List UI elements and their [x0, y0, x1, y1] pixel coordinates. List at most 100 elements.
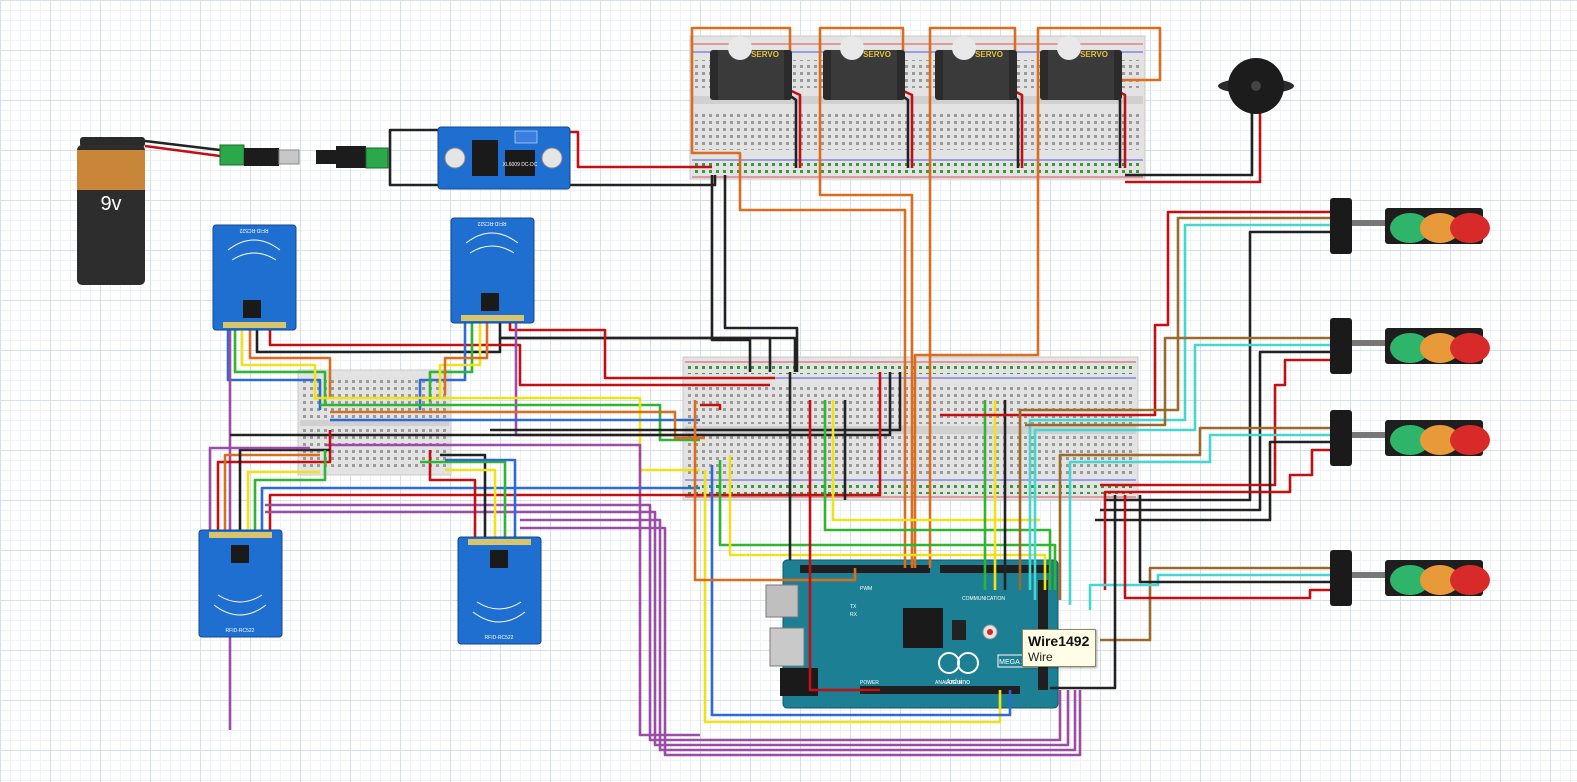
wire-red — [216, 430, 332, 535]
mcu-chip — [903, 608, 943, 648]
battery-9v[interactable]: 9v — [77, 137, 145, 285]
wire-orange — [443, 322, 489, 395]
power-label: POWER — [860, 680, 879, 686]
wire-orange — [330, 410, 705, 440]
wire-black — [388, 160, 440, 187]
wire-orange — [690, 26, 907, 568]
wire-black — [1100, 350, 1330, 512]
wire-black — [1105, 230, 1330, 502]
wire-yellow — [240, 328, 317, 400]
comm-label: COMMUNICATION — [962, 596, 1005, 602]
wire-yellow — [246, 470, 320, 535]
servo-label: SERVO — [975, 50, 1003, 59]
wire-red — [700, 403, 722, 410]
rfid-label: RFID-RC522 — [226, 628, 255, 634]
wire-red — [268, 328, 770, 387]
tooltip-title: Wire1492 — [1028, 633, 1090, 649]
wire-black — [230, 372, 892, 437]
board-brand-label: Arduino — [946, 679, 970, 686]
wires[interactable] — [144, 26, 1330, 757]
rfid-label: RFID-RC522 — [477, 220, 506, 226]
wire-blue — [445, 458, 517, 540]
rfid-module-2[interactable]: RFID-RC522 — [450, 217, 535, 324]
traffic-light-4[interactable] — [1330, 550, 1490, 606]
analog-in-label: ANALOG IN — [935, 680, 963, 686]
servo-label: SERVO — [1080, 50, 1108, 59]
servo-label: SERVO — [863, 50, 891, 59]
wire-purple — [265, 510, 1070, 747]
wire-purple — [520, 518, 1077, 752]
wire-blue — [710, 465, 1012, 717]
wire-orange — [818, 26, 914, 568]
wire-red — [508, 322, 775, 380]
wire-green — [253, 450, 327, 535]
traffic-light-2[interactable] — [1330, 318, 1490, 374]
servo-2: SERVO — [823, 36, 905, 100]
wire-yellow — [445, 468, 497, 540]
rfid-label: RFID-RC522 — [239, 227, 268, 233]
barrel-jack-female[interactable] — [316, 146, 389, 169]
wire-brown — [1058, 426, 1330, 600]
wire-red — [428, 450, 477, 540]
tx-label: TX — [850, 604, 857, 610]
wire-cyan — [1028, 223, 1330, 590]
wire-red — [808, 400, 880, 692]
rfid-module-1[interactable]: RFID-RC522 — [212, 224, 297, 331]
wire-purple — [265, 503, 1062, 742]
wire-red — [940, 210, 1330, 417]
wire-yellow — [728, 455, 1047, 590]
wire-green — [428, 322, 474, 402]
piezo-buzzer[interactable] — [1218, 58, 1294, 114]
rx-label: RX — [850, 612, 858, 618]
wire-green — [320, 403, 700, 442]
wire-red — [1100, 358, 1330, 487]
wire-black — [144, 139, 221, 152]
wire-blue — [226, 328, 322, 410]
wire-tooltip: Wire1492 Wire — [1022, 629, 1096, 667]
wire-black — [440, 453, 487, 540]
tooltip-subtitle: Wire — [1028, 650, 1053, 664]
servo-4: SERVO — [1040, 36, 1122, 100]
wire-yellow — [703, 470, 1002, 724]
wire-black — [238, 448, 330, 535]
wire-cyan — [1033, 343, 1330, 600]
barrel-jack-male[interactable] — [219, 144, 300, 166]
traffic-light-1[interactable] — [1330, 198, 1490, 254]
pwm-label: PWM — [860, 586, 872, 592]
wire-cyan — [1068, 433, 1330, 605]
buck-converter-module[interactable]: XL6009 DC-DC — [437, 126, 571, 190]
wire-orange — [913, 26, 1162, 568]
wire-red — [1103, 448, 1330, 590]
servo-3: SERVO — [935, 36, 1017, 100]
wire-red — [1123, 495, 1330, 600]
wire-brown — [1025, 336, 1330, 427]
servo-1: SERVO — [710, 36, 792, 100]
battery-label: 9v — [100, 193, 121, 215]
wire-black — [570, 175, 717, 187]
wire-black — [1050, 495, 1117, 690]
wire-red — [144, 144, 221, 158]
wire-black — [1095, 440, 1330, 522]
wire-red — [1125, 110, 1262, 184]
wire-red — [268, 372, 882, 535]
power-jack — [780, 668, 818, 696]
wire-orange — [693, 400, 857, 582]
wire-black — [1125, 110, 1254, 177]
wire-black — [498, 322, 797, 372]
wire-purple — [208, 446, 310, 535]
traffic-light-3[interactable] — [1330, 410, 1490, 466]
rfid-module-4[interactable]: RFID-RC522 — [457, 536, 542, 645]
wire-green — [823, 400, 1052, 590]
wire-blue — [260, 486, 700, 535]
wire-black — [490, 372, 902, 432]
servo-motors[interactable]: SERVO SERVO SERVO SERVO — [710, 36, 1122, 100]
wire-green — [718, 460, 1057, 590]
usb-port — [765, 584, 799, 618]
rfid-module-3[interactable]: RFID-RC522 — [198, 529, 283, 638]
wire-orange — [223, 453, 320, 535]
wire-black — [388, 128, 440, 160]
wire-red — [570, 130, 712, 169]
rfid-label: RFID-RC522 — [485, 635, 514, 641]
wire-brown — [1100, 566, 1330, 642]
